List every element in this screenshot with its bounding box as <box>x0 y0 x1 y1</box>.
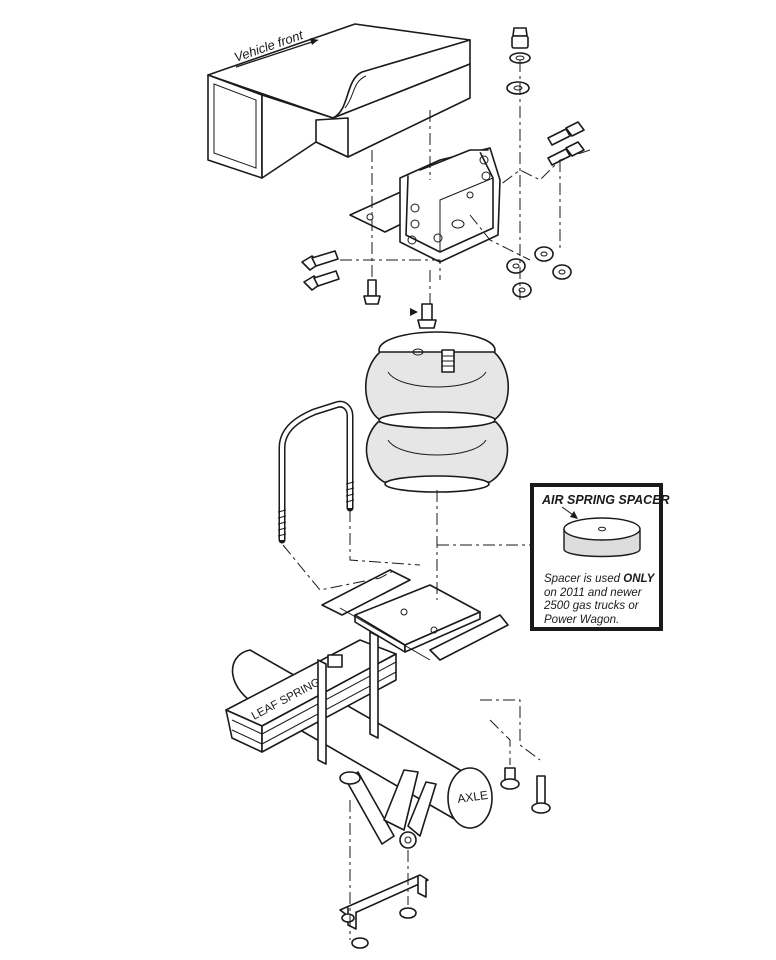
lock-washer <box>506 81 530 95</box>
u-bolt <box>277 400 355 544</box>
air-spring-top-screw <box>410 303 437 329</box>
top-nut <box>509 27 531 64</box>
lower-bolts-right <box>500 767 551 814</box>
spacer-note-text: Spacer is used <box>544 573 624 585</box>
bracket-screw-left <box>363 279 381 305</box>
frame-rail: Vehicle front <box>207 23 471 179</box>
spacer-note: Spacer is used ONLY on 2011 and newer 25… <box>544 573 662 627</box>
spacer-illustration <box>561 506 641 558</box>
air-spring <box>364 331 510 493</box>
upper-bracket <box>349 147 501 263</box>
bracket-nuts <box>506 246 572 298</box>
lower-bracket <box>321 569 509 661</box>
air-spring-spacer-callout: AIR SPRING SPACER Spacer is used ONLY on… <box>530 483 670 631</box>
spacer-note-text-rest: on 2011 and newer 2500 gas trucks or Pow… <box>544 586 642 626</box>
assembly-guide-lines <box>282 60 591 940</box>
spacer-note-emphasis: ONLY <box>623 573 655 585</box>
spring-clamp <box>317 631 379 765</box>
axle-label: AXLE <box>456 788 488 806</box>
bracket-bolts-upper-right <box>547 121 585 166</box>
spacer-title: AIR SPRING SPACER <box>542 493 670 507</box>
bracket-bolts-left <box>301 250 340 291</box>
bottom-clamp-plate <box>339 874 429 949</box>
shock-absorber <box>339 769 437 849</box>
